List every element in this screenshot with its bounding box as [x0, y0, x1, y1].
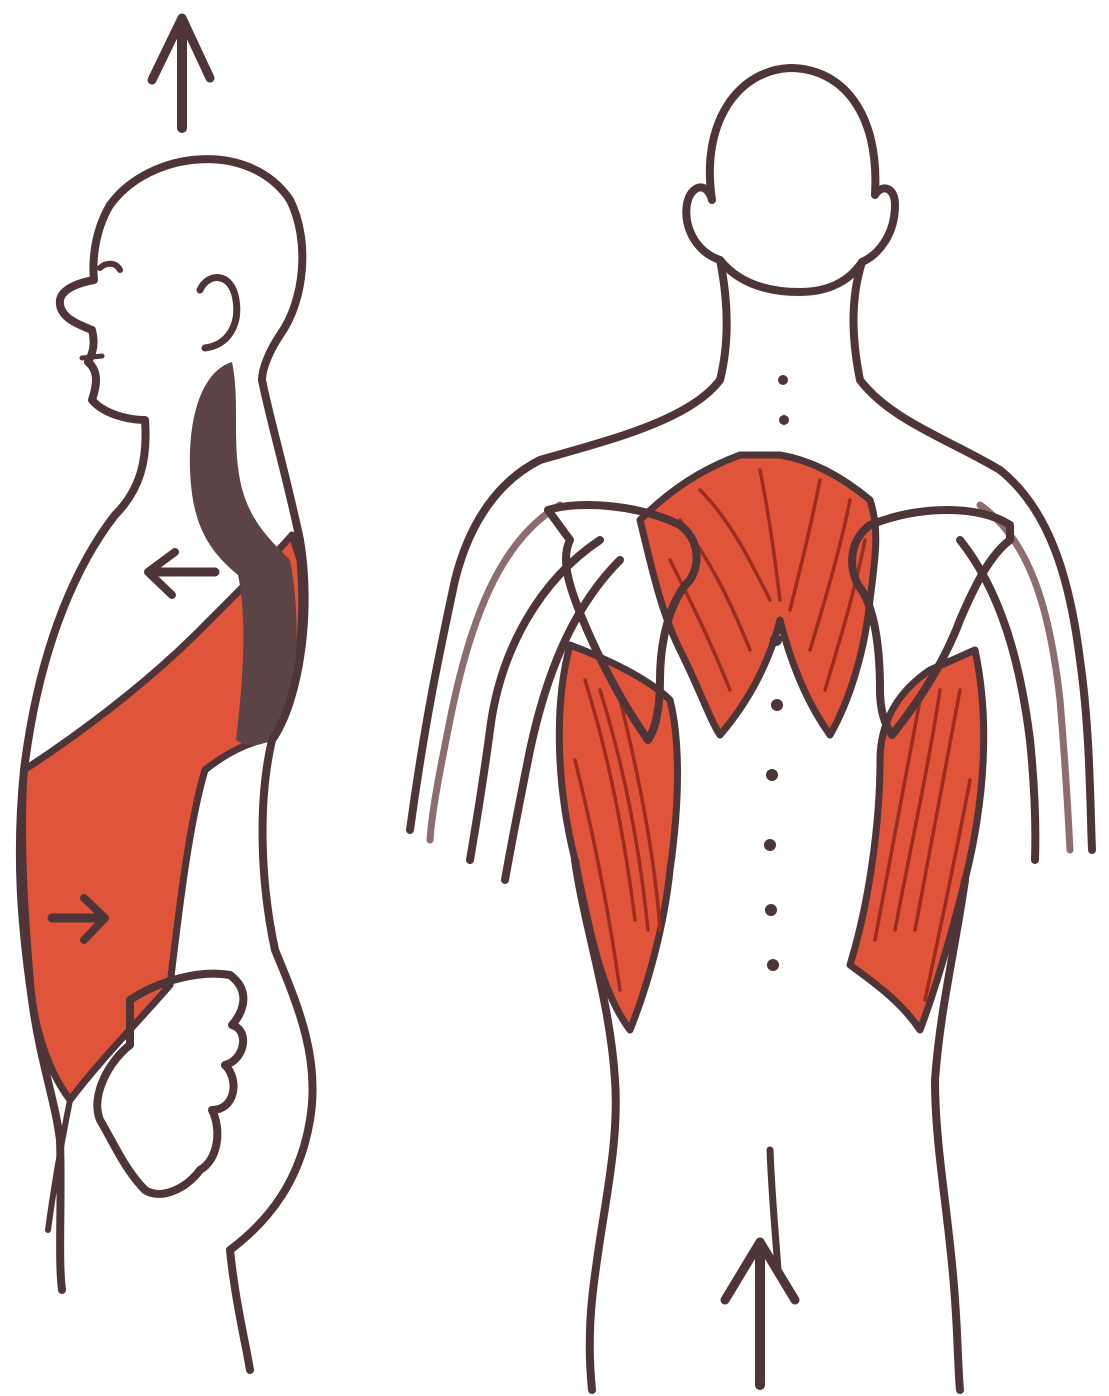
- side-left-arrow-icon: [148, 552, 215, 595]
- back-up-arrow-icon: [725, 1242, 795, 1385]
- side-view-figure: [20, 18, 313, 1370]
- back-view-figure: [410, 68, 1092, 1390]
- side-ear: [200, 278, 237, 348]
- side-up-arrow-icon: [152, 18, 210, 128]
